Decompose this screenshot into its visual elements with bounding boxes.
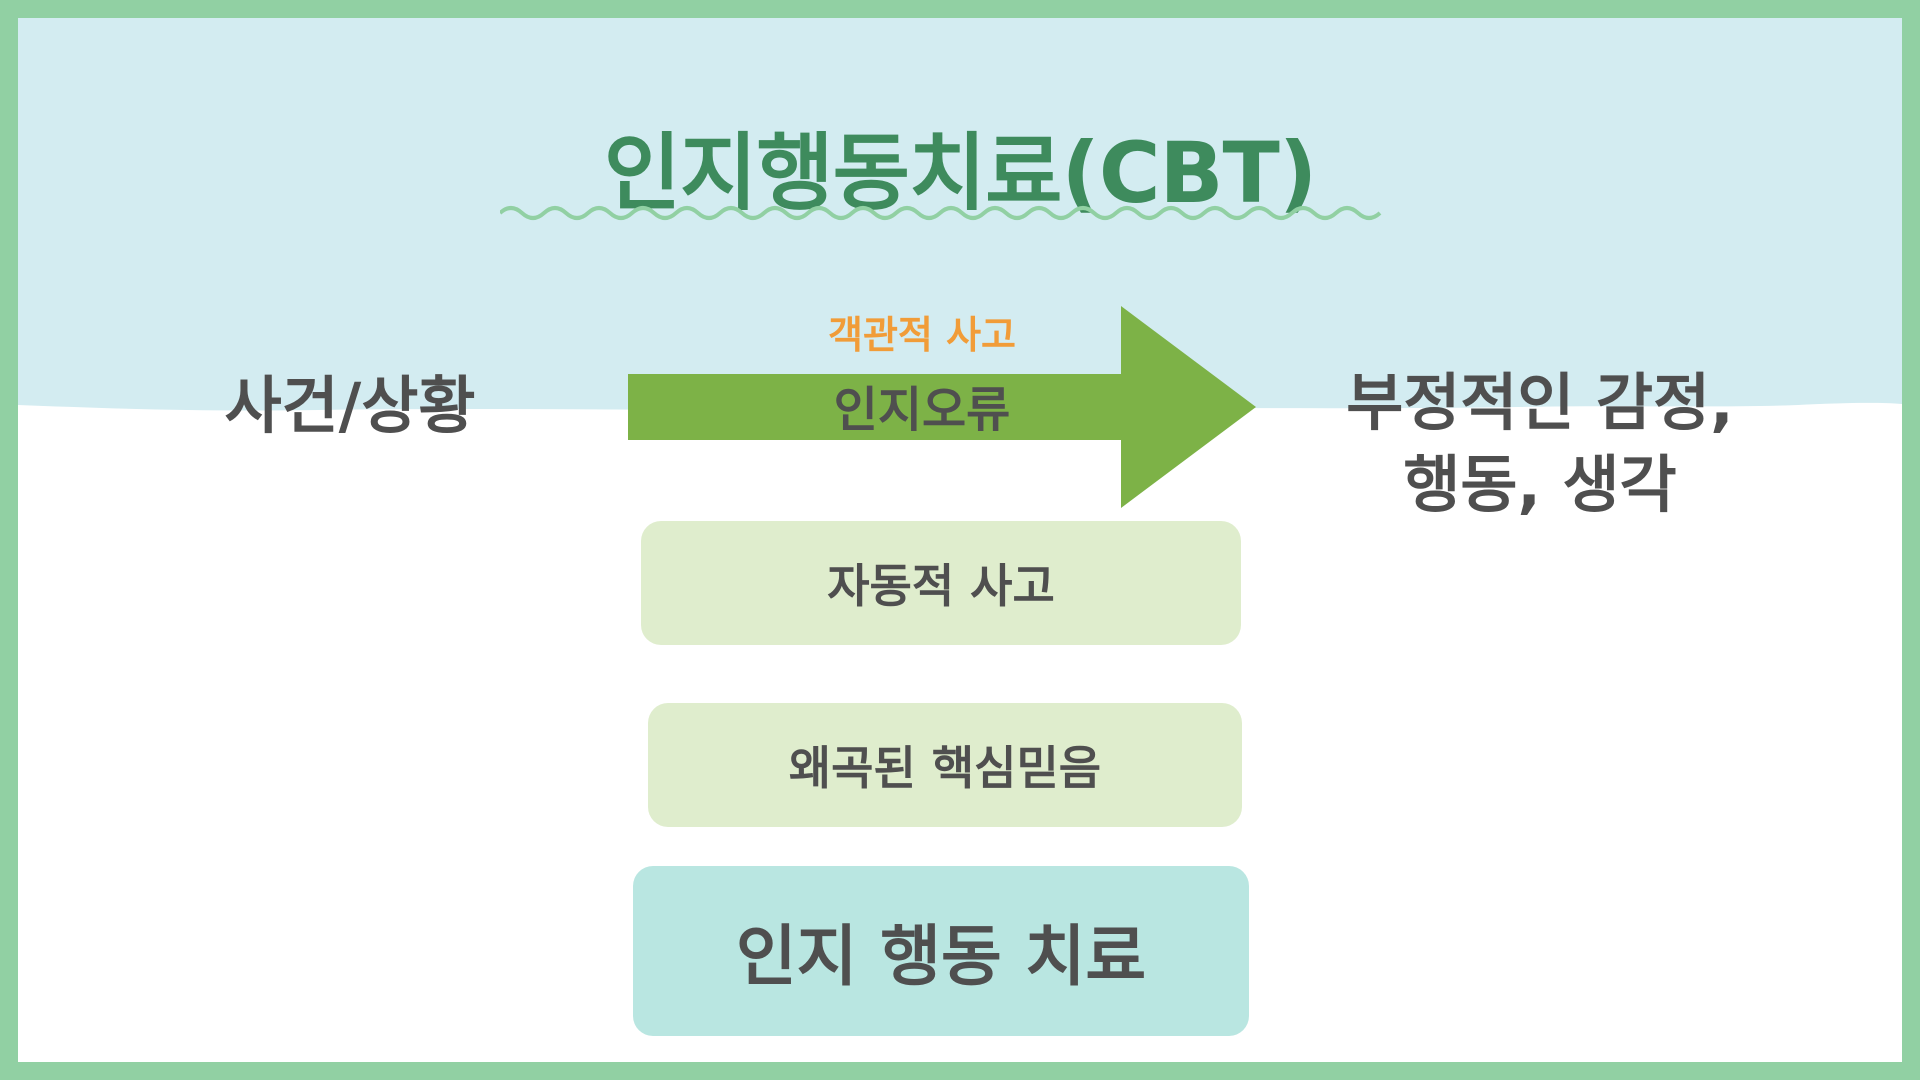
objective-thought-label: 객관적 사고: [827, 313, 1017, 357]
automatic-thought-label: 자동적 사고: [827, 559, 1055, 613]
arrow-right-icon: [628, 306, 1256, 508]
core-belief-label: 왜곡된 핵심믿음: [788, 741, 1102, 795]
result-line-1: 부정적인 감정,: [1346, 366, 1734, 439]
automatic-thought-box: 자동적 사고: [641, 521, 1241, 645]
cbt-label: 인지 행동 치료: [735, 918, 1147, 995]
slide: 인지행동치료(CBT) 사건/상황 객관적 사고 인지오류 부정적인 감정, 행…: [18, 18, 1902, 1062]
result-line-2: 행동, 생각: [1403, 448, 1677, 521]
core-belief-box: 왜곡된 핵심믿음: [648, 703, 1242, 827]
sky-background: [18, 18, 1902, 411]
cognitive-error-label: 인지오류: [833, 382, 1011, 438]
cbt-box: 인지 행동 치료: [633, 866, 1249, 1036]
result-label: 부정적인 감정, 행동, 생각: [1330, 362, 1750, 526]
page-title: 인지행동치료(CBT): [603, 124, 1317, 222]
title-wave-underline: [500, 206, 1382, 220]
event-label: 사건/상황: [224, 369, 476, 442]
